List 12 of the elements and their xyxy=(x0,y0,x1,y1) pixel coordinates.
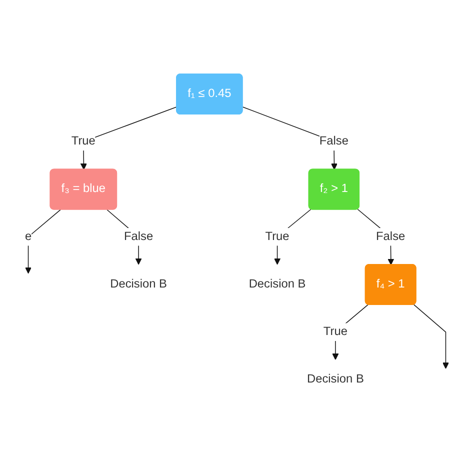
edge-label: True xyxy=(265,230,290,243)
edge-label: e xyxy=(24,230,32,243)
edge-label: False xyxy=(124,230,154,243)
edge-label: False xyxy=(376,230,406,243)
node-text: Decision B xyxy=(306,373,364,386)
node-text: Decision B xyxy=(248,278,306,291)
arrow xyxy=(25,209,61,274)
arrow xyxy=(414,304,449,369)
edge-label: False xyxy=(319,135,348,148)
edge-label: True xyxy=(323,326,348,338)
edge-label: True xyxy=(71,135,96,148)
node-text: Decision B xyxy=(110,278,168,291)
